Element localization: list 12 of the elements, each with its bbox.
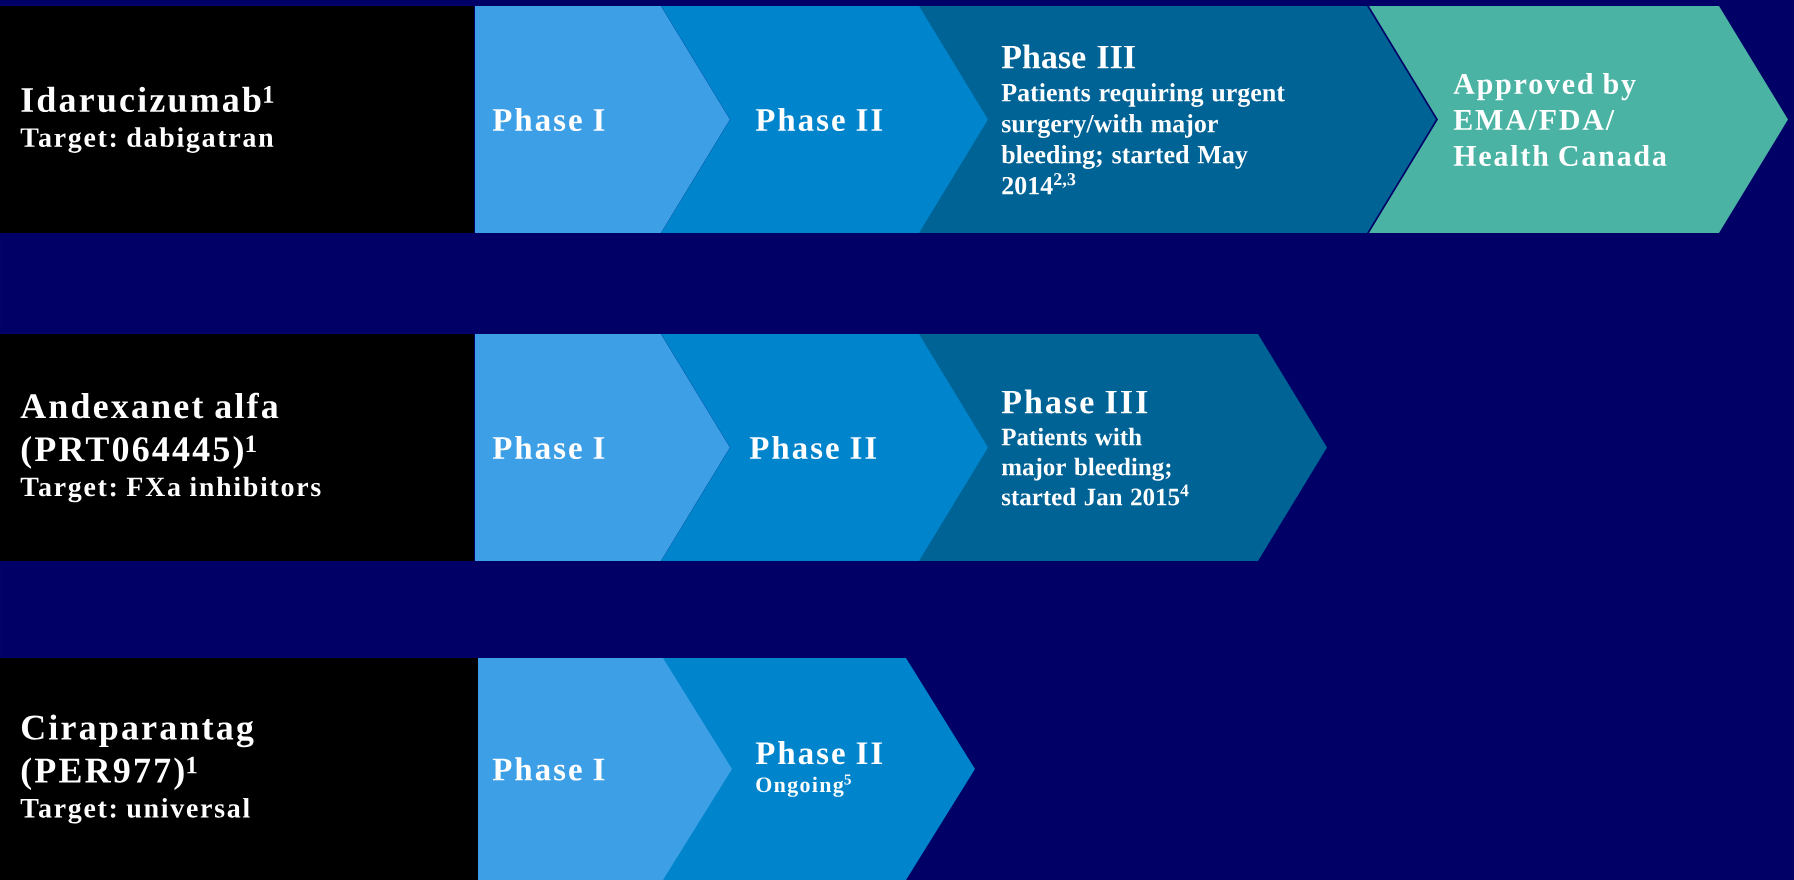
phase-box: Phase III Patients with major bleeding; started Jan 2015$^{4}$	[919, 334, 1327, 561]
phase-box: Phase II	[661, 6, 990, 233]
phase-box: Phase II Ongoing$^{5}$	[663, 658, 975, 880]
drug-box: Andexanet alfa (PRT064445)$^{1}$ Target: FXa inhibitors	[0, 334, 474, 561]
phase-box: Phase III Patients requiring urgent surgery/with major bleeding; started May 2014$^{2,3}$	[919, 6, 1436, 233]
phase-box: Phase I	[478, 658, 733, 880]
drug-box: Idarucizumab$^{1}$ Target: dabigatran	[0, 6, 474, 233]
phase-box: Phase I	[475, 6, 730, 233]
phase-box: Phase II	[661, 334, 990, 561]
approval-box: Approved by EMA/FDA/ Health Canada	[1369, 6, 1788, 233]
phase-box: Phase I	[475, 334, 730, 561]
drug-box: Ciraparantag (PER977)$^{1}$ Target: universal	[0, 658, 478, 880]
